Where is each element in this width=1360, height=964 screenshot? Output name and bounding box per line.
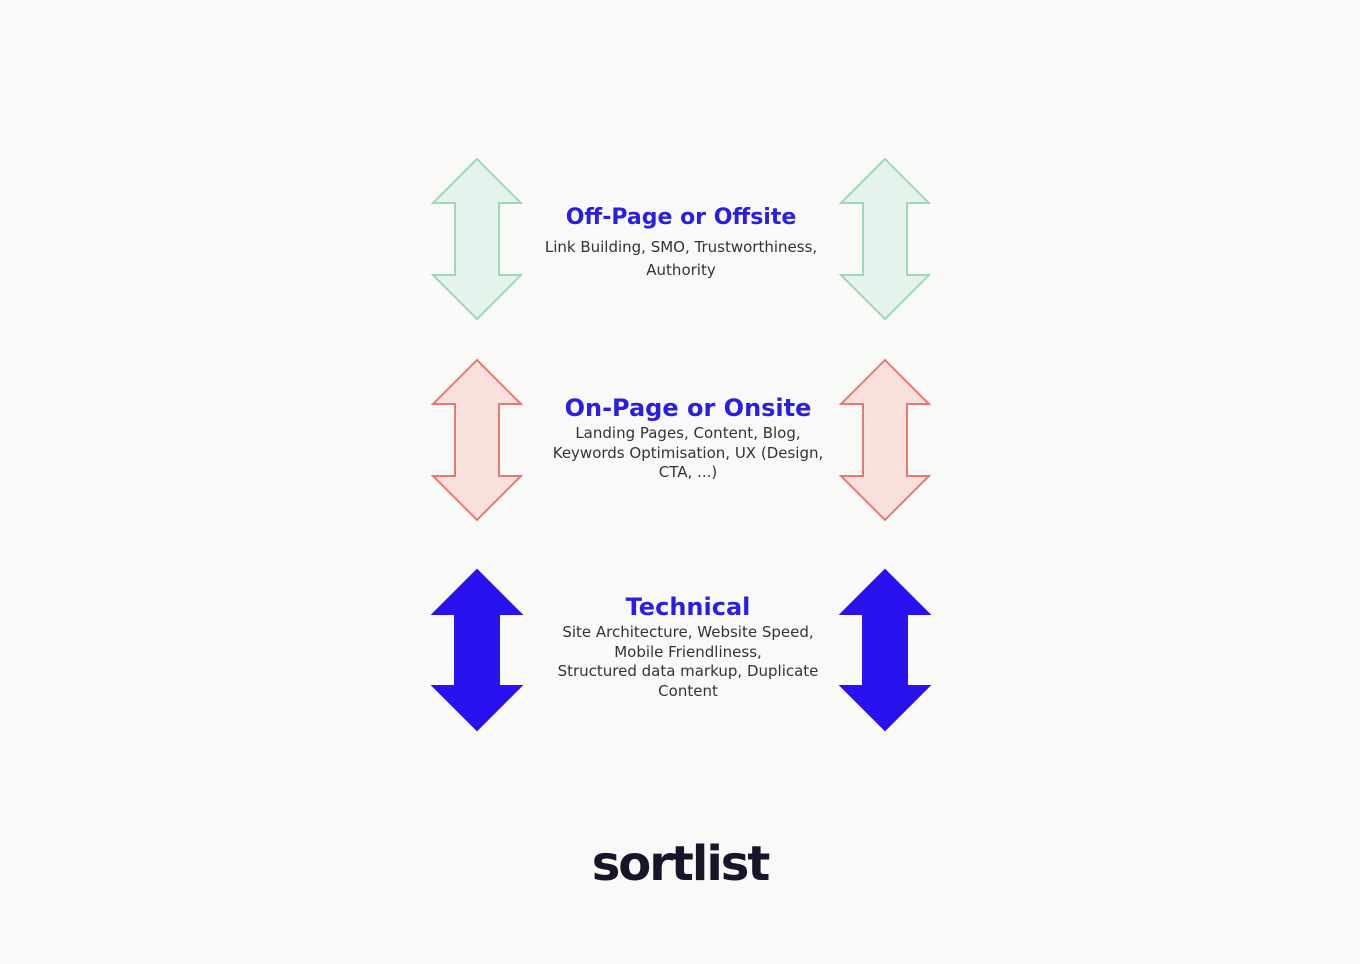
description-line: Content [658,681,718,700]
double-arrow-right-onpage [837,358,933,522]
double-arrow-right-offpage [837,157,933,321]
double-arrow-left-onpage [429,358,525,522]
technical-title: Technical [625,593,751,621]
description-line: Landing Pages, Content, Blog, [575,424,801,442]
onpage-description: Landing Pages, Content, Blog, Keywords O… [538,424,838,483]
double-arrow-right-technical [837,568,933,732]
description-line: Link Building, SMO, Trustworthiness, [544,238,818,256]
sortlist-logo: sortlist [591,836,771,892]
double-arrow-left-offpage [429,157,525,321]
description-line: Keywords Optimisation, UX (Design, [552,443,824,462]
description-line: Site Architecture, Website Speed, [562,623,814,641]
offpage-title: Off-Page or Offsite [565,205,797,230]
description-line: CTA, ...) [658,463,718,481]
onpage-block: On-Page or Onsite Landing Pages, Content… [538,392,838,483]
offpage-description: Link Building, SMO, Trustworthiness, Aut… [530,236,832,281]
description-line: Structured data markup, Duplicate [557,662,819,680]
technical-description: Site Architecture, Website Speed, Mobile… [538,623,838,701]
description-line: Mobile Friendliness, [614,642,762,661]
technical-block: Technical Site Architecture, Website Spe… [538,591,838,701]
double-arrow-left-technical [429,568,525,732]
offpage-block: Off-Page or Offsite Link Building, SMO, … [530,203,832,281]
description-line: Authority [646,260,716,279]
onpage-title: On-Page or Onsite [564,394,812,422]
